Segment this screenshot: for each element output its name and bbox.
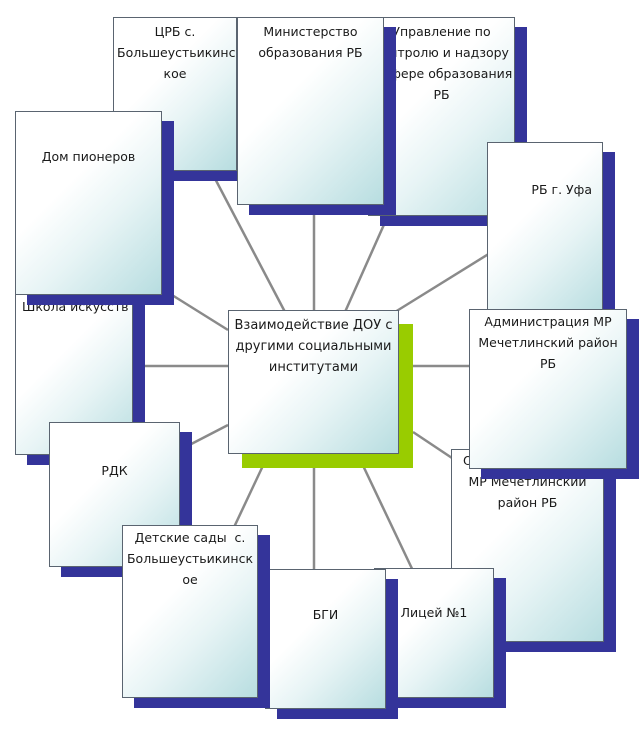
connector-ufa <box>394 248 496 314</box>
node-administratsiya: Администрация МР Мечетлинский район РБ <box>469 309 639 479</box>
node-detskie-sady: Детские сады с. Большеустьикинск ое <box>122 525 270 708</box>
connector-litsey <box>356 454 417 576</box>
node-dom-pionerov: Дом пионеров <box>15 111 174 305</box>
center-node: Взаимодействие ДОУ с другими социальными… <box>228 310 413 468</box>
node-bgi: БГИ <box>265 569 398 719</box>
node-ufa: РБ г. Уфа <box>487 142 615 326</box>
node-ministerstvo: Министерство образования РБ <box>237 17 396 215</box>
